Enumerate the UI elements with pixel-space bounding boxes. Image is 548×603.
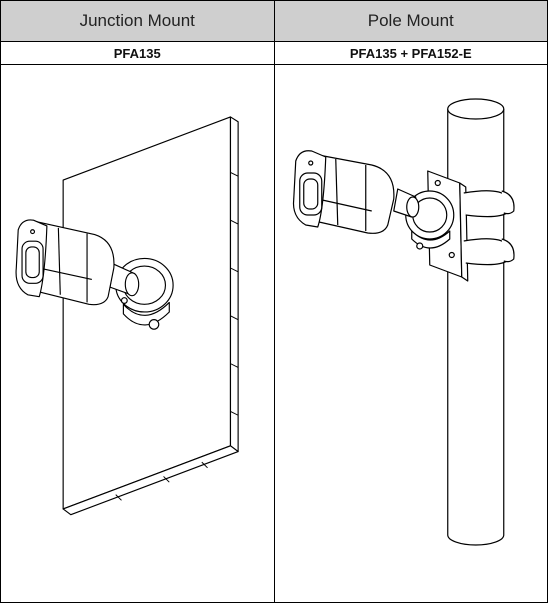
junction-mount-illustration: [15, 116, 239, 516]
pole-mount-illustration-cell: [273, 64, 548, 603]
junction-mount-model: PFA135: [0, 41, 275, 65]
header-row: Junction Mount Pole Mount: [0, 0, 548, 42]
pole: [446, 109, 504, 546]
junction-mount-illustration-cell: [0, 64, 275, 603]
camera-body: [304, 152, 394, 234]
camera-body: [27, 219, 115, 306]
pole-mount-illustration: [292, 98, 515, 546]
pole-mount-model: PFA135 + PFA152-E: [273, 41, 548, 65]
junction-mount-header: Junction Mount: [0, 0, 275, 42]
pole-mount-header: Pole Mount: [273, 0, 548, 42]
illustration-row: [0, 64, 548, 603]
wall-panel: [62, 116, 232, 510]
model-row: PFA135 PFA135 + PFA152-E: [0, 41, 548, 65]
